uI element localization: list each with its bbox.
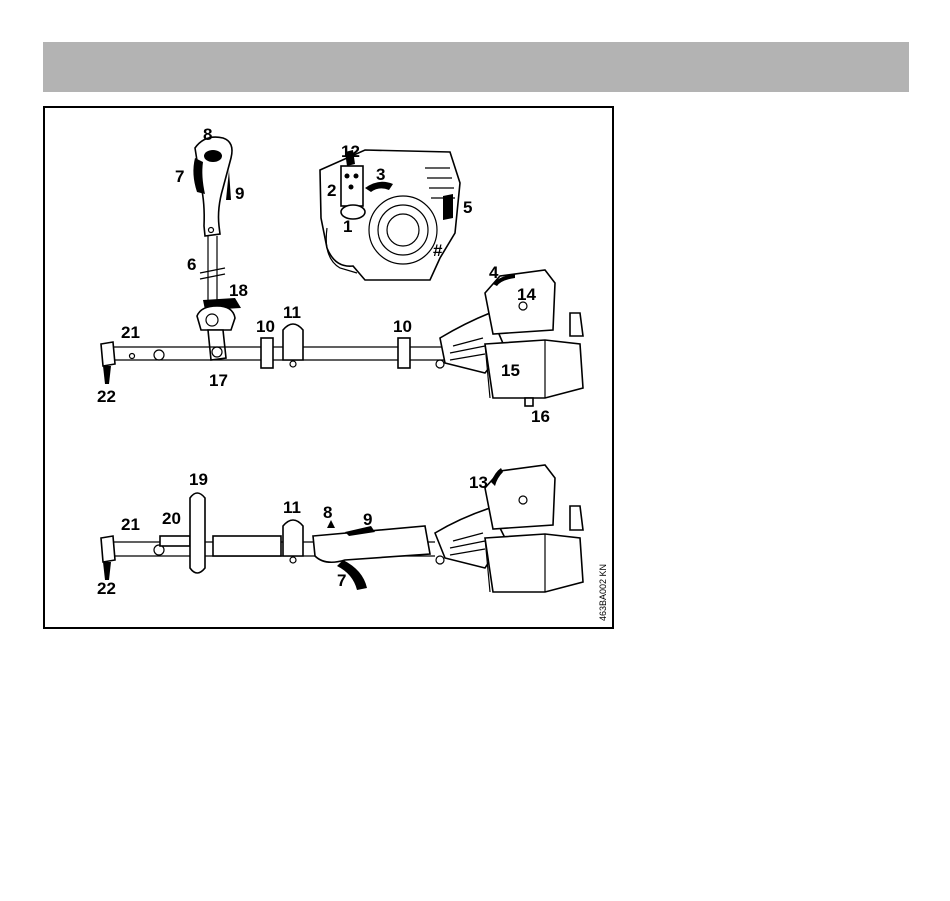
callout-5: 5 bbox=[463, 198, 472, 217]
callout-14: 14 bbox=[517, 285, 536, 304]
top-trimmer-illustration bbox=[101, 270, 583, 406]
callout-15: 15 bbox=[501, 361, 520, 380]
engine-detail-illustration bbox=[320, 150, 460, 280]
callout-7-bottom: 7 bbox=[337, 571, 346, 590]
callout-2: 2 bbox=[327, 181, 336, 200]
callout-16: 16 bbox=[531, 407, 550, 426]
section-header-bar bbox=[43, 42, 909, 92]
loop-handle-illustration bbox=[193, 137, 241, 360]
callout-17: 17 bbox=[209, 371, 228, 390]
callout-8-bottom: 8 bbox=[323, 503, 332, 522]
callout-hash: # bbox=[433, 241, 443, 260]
callout-3: 3 bbox=[376, 165, 385, 184]
callout-7-top: 7 bbox=[175, 167, 184, 186]
parts-diagram: 8 7 9 6 12 2 3 1 5 # 4 14 18 11 10 10 21… bbox=[45, 108, 612, 627]
callout-18: 18 bbox=[229, 281, 248, 300]
callout-19: 19 bbox=[189, 470, 208, 489]
image-code: 463BA002 KN bbox=[598, 564, 608, 621]
callout-10-left: 10 bbox=[256, 317, 275, 336]
callout-4: 4 bbox=[489, 263, 499, 282]
callout-9-bottom: 9 bbox=[363, 510, 372, 529]
callout-11-top: 11 bbox=[283, 303, 301, 322]
callout-12: 12 bbox=[341, 142, 360, 161]
callout-9-top: 9 bbox=[235, 184, 244, 203]
callout-22-top: 22 bbox=[97, 387, 116, 406]
callout-20: 20 bbox=[162, 509, 181, 528]
callout-1: 1 bbox=[343, 217, 352, 236]
callout-13: 13 bbox=[469, 473, 488, 492]
callout-8-top: 8 bbox=[203, 125, 212, 144]
callout-21-bottom: 21 bbox=[121, 515, 140, 534]
parts-diagram-frame: 8 7 9 6 12 2 3 1 5 # 4 14 18 11 10 10 21… bbox=[43, 106, 614, 629]
callout-10-right: 10 bbox=[393, 317, 412, 336]
callout-11-bottom: 11 bbox=[283, 498, 301, 517]
callout-22-bottom: 22 bbox=[97, 579, 116, 598]
callout-21-top: 21 bbox=[121, 323, 140, 342]
callout-6: 6 bbox=[187, 255, 196, 274]
